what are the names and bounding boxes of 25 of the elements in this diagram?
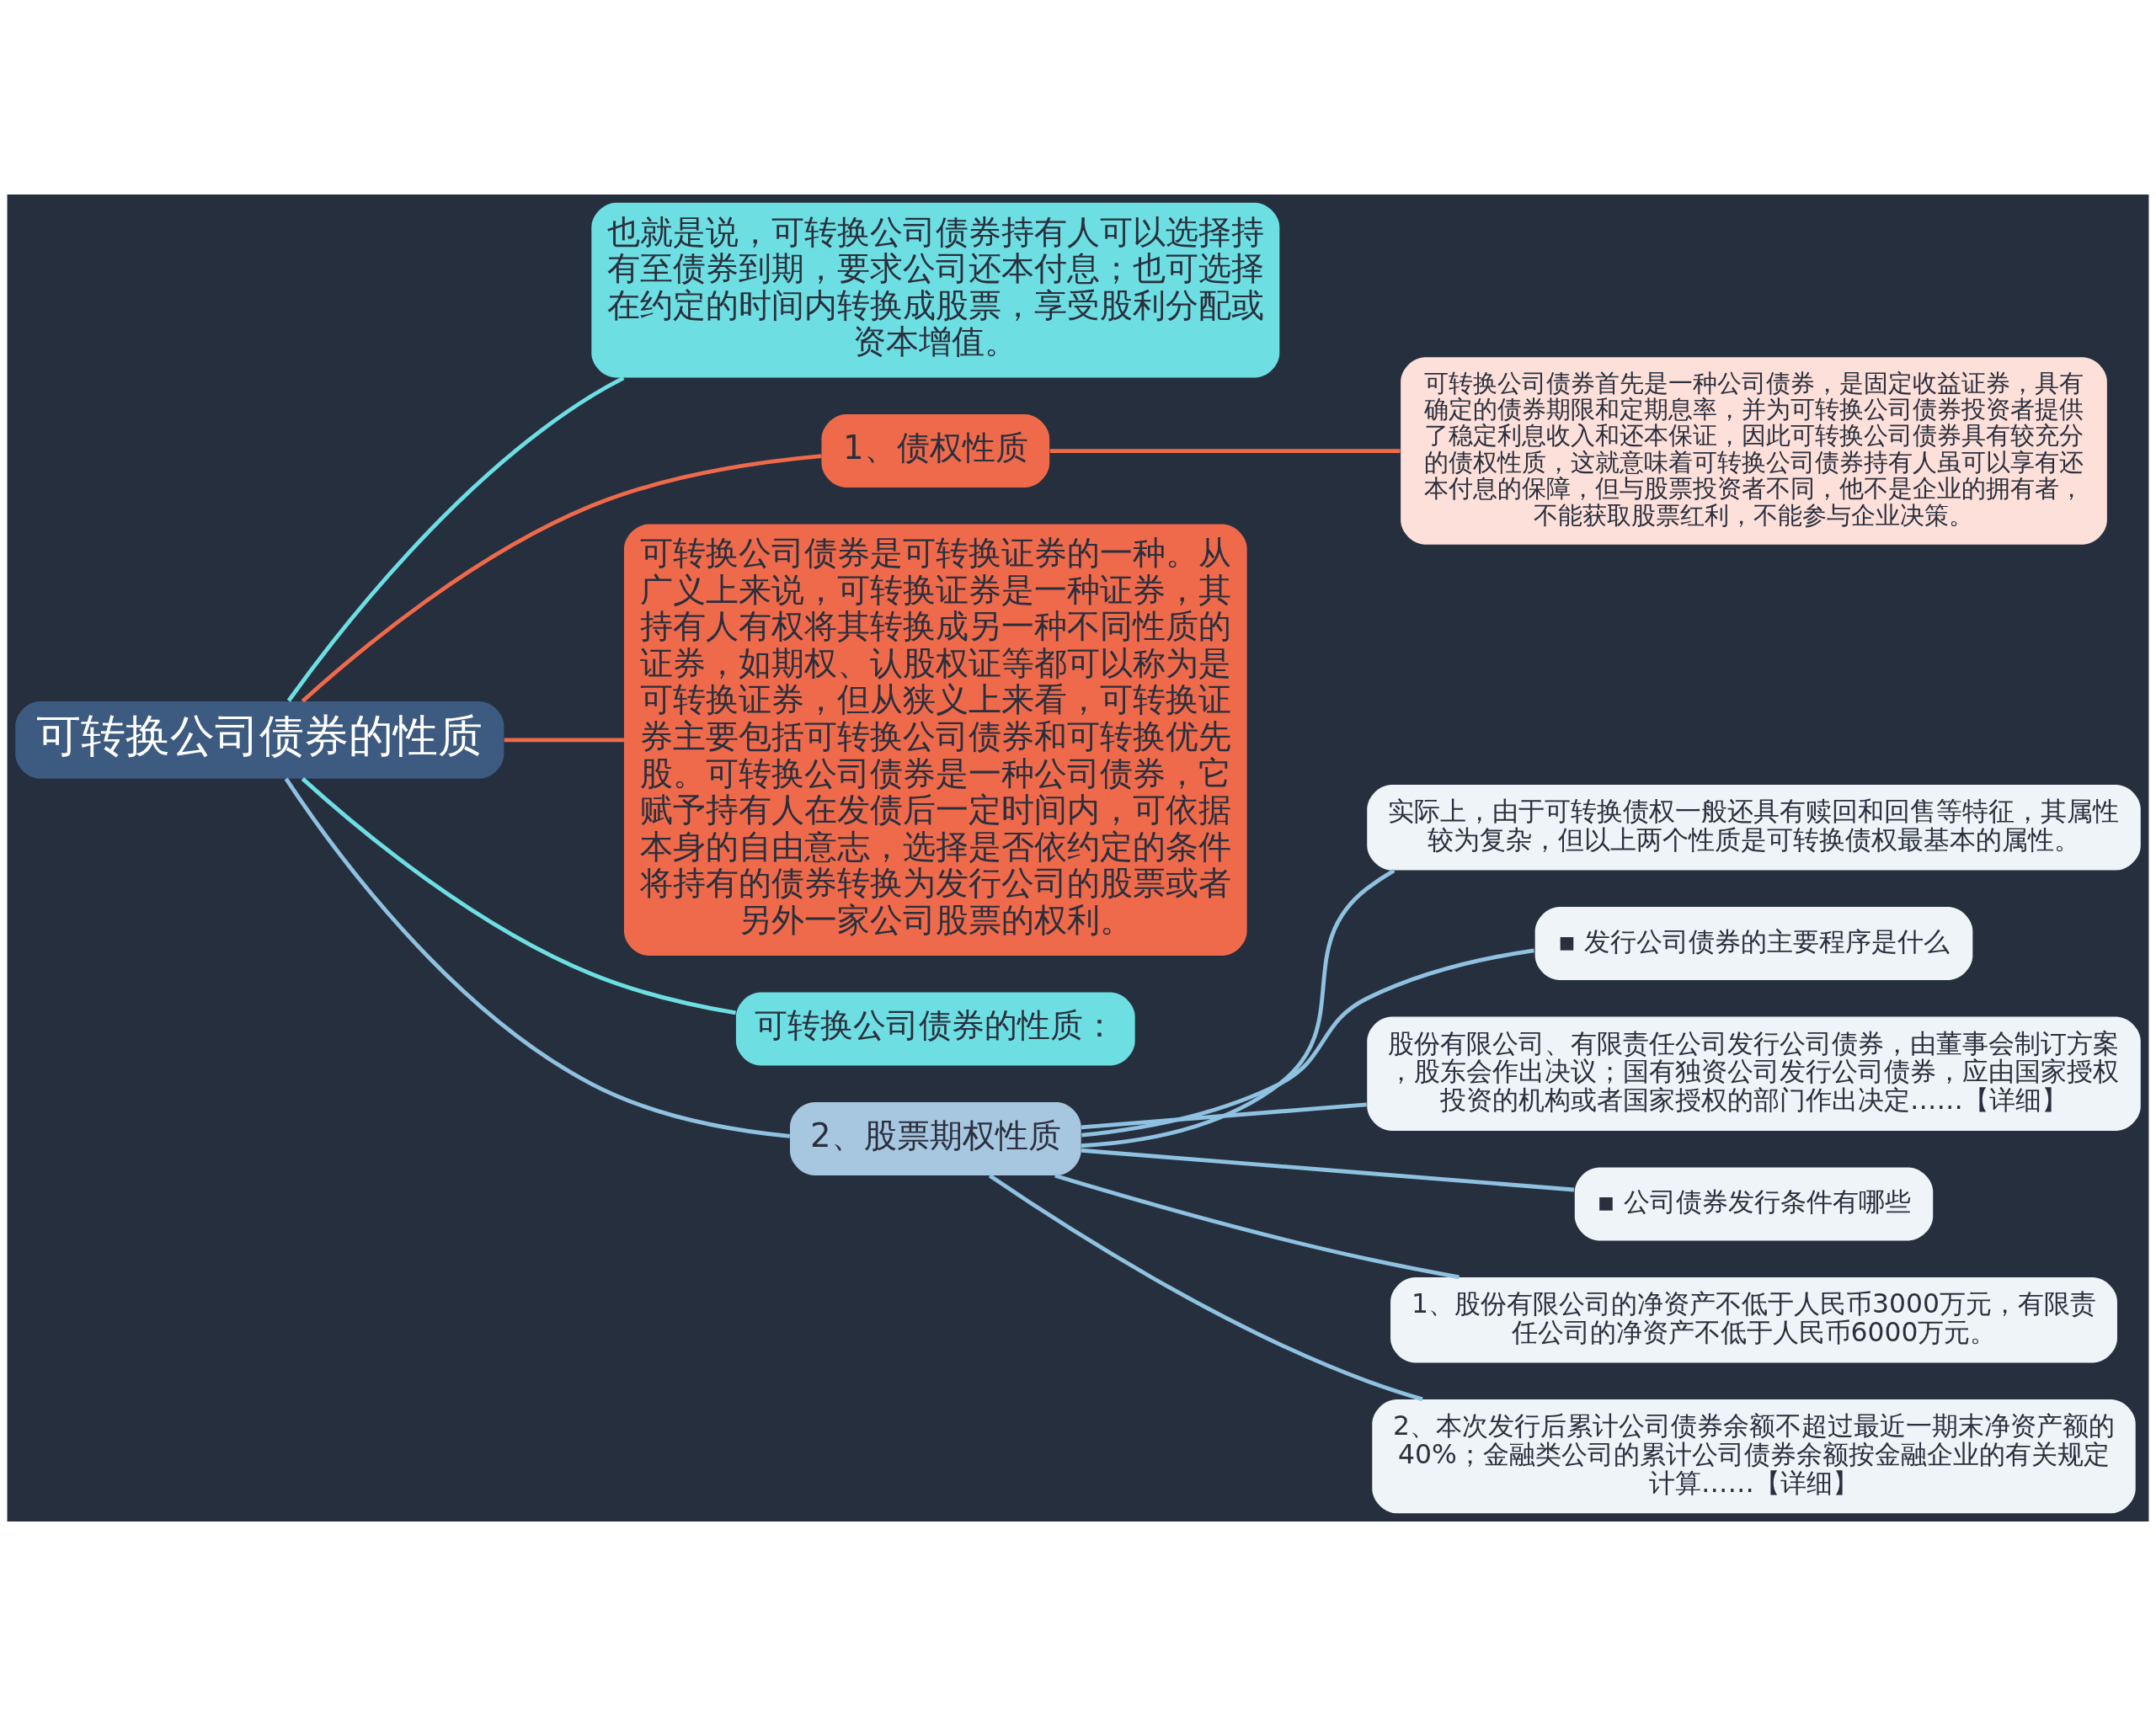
connector [1081, 1148, 1575, 1192]
connector [988, 1174, 1423, 1402]
node-box: 2、本次发行后累计公司债券余额不超过最近一期末净资产额的40%；金融类公司的累计公司债券余额按金融企业的有关规定计算……【详细】 [1372, 1399, 2136, 1514]
node-box: 2、股票期权性质 [789, 1102, 1081, 1176]
connector [1049, 449, 1401, 453]
connector [504, 738, 624, 743]
connector [1054, 1174, 1460, 1280]
node-box: 可转换公司债券的性质： [735, 992, 1135, 1066]
node-box: 可转换公司债券是可转换证券的一种。从广义上来说，可转换证券是一种证券，其持有人有权将其转换成另一种不同性质的证券，如期权、认股权证等都可以称为是可转换证券，但从狭义上来看，可转换证券主要包括可转换公司债券和可转换优先股。可转换公司债券是一种公司债券，它赋予持有人在发债后一定时间内，可依据本身的自由意志，选择是否依约定的条件将持有的债券转换为发行公司的股票或者另外一家公司股票的权利。 [623, 524, 1247, 956]
node-box: 可转换公司债券首先是一种公司债券，是固定收益证券，具有确定的债券期限和定期息率，并为可转换公司债券投资者提供了稳定利息收入和还本保证，因此可转换公司债券具有较充分的债权性质，这就意味着可转换公司债券持有人虽可以享有还本付息的保障，但与股票投资者不同，他不是企业的拥有者，不能获取股票红利，不能参与企业决策。 [1401, 357, 2107, 545]
node-box: 1、股份有限公司的净资产不低于人民币3000万元，有限责任公司的净资产不低于人民币6000万元。 [1390, 1276, 2117, 1363]
node-box: 实际上，由于可转换债权一般还具有赎回和回售等特征，其属性较为复杂，但以上两个性质是可转换债权最基本的属性。 [1367, 785, 2141, 871]
connector [301, 454, 822, 703]
connector [1081, 1102, 1367, 1130]
node-box: 1、债权性质 [821, 414, 1050, 488]
node-box: ▪ 发行公司债券的主要程序是什么 [1534, 907, 1973, 981]
connector [1081, 948, 1534, 1138]
node-box: 也就是说，可转换公司债券持有人可以选择持有至债券到期，要求公司还本付息；也可选择在约定的时间内转换成股票，享受股利分配或资本增值。 [591, 202, 1280, 378]
connector [1081, 868, 1396, 1148]
node-box: 股份有限公司、有限责任公司发行公司债券，由董事会制订方案，股东会作出决议；国有独资公司发行公司债券，应由国家授权投资的机构或者国家授权的部门作出决定……【详细】 [1367, 1016, 2141, 1131]
node-box: 可转换公司债券的性质 [15, 701, 504, 779]
node-box: ▪ 公司债券发行条件有哪些 [1574, 1167, 1934, 1241]
connector [286, 376, 625, 702]
connector [284, 777, 790, 1138]
connector [301, 777, 736, 1015]
